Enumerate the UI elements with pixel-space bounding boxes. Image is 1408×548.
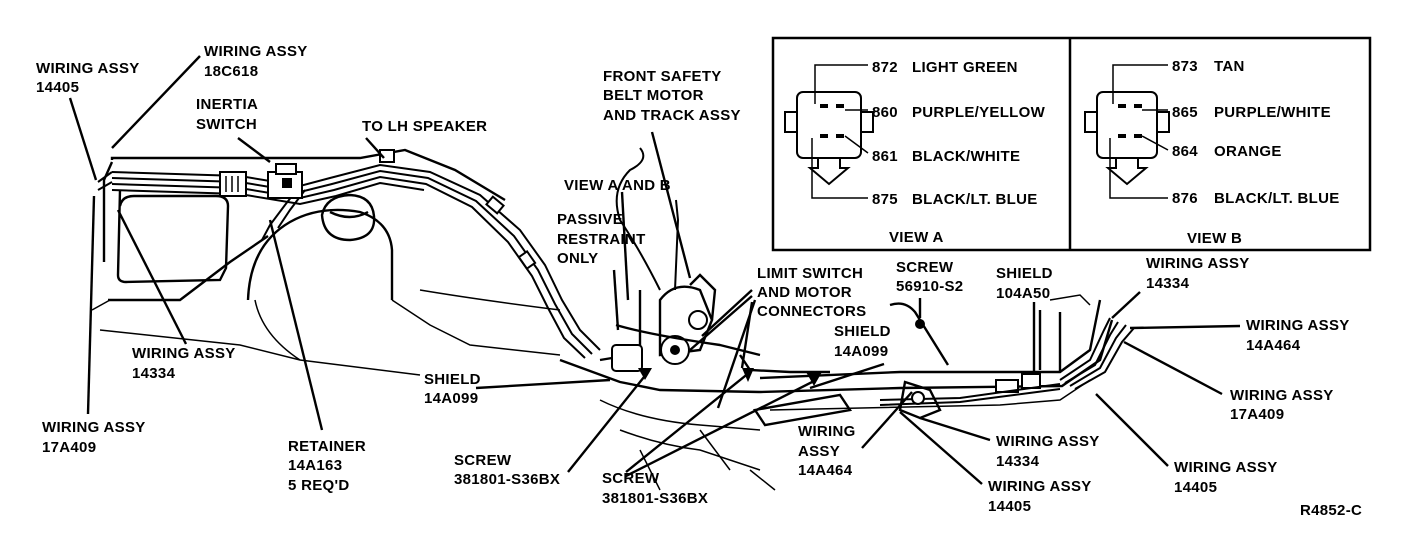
wiring-harness-left	[97, 149, 601, 359]
label-front-safety-belt: FRONT SAFETY	[603, 68, 722, 85]
view-b-pin-3-color: ORANGE	[1214, 143, 1282, 160]
label-front-safety-belt-2: BELT MOTOR	[603, 87, 704, 104]
label-wiring-assy-14405-tl-part: 14405	[36, 79, 79, 96]
label-screw-381801-a: SCREW	[454, 452, 512, 469]
label-shield-14a099-l-part: 14A099	[424, 390, 478, 407]
view-b-pin-1-circuit: 873	[1172, 58, 1198, 75]
label-to-lh-speaker: TO LH SPEAKER	[362, 118, 487, 135]
label-wiring-assy-17a409-l-part: 17A409	[42, 439, 96, 456]
connector-views-panel: 872 LIGHT GREEN 860 PURPLE/YELLOW 861 BL…	[771, 36, 1372, 252]
label-wiring-assy-14a464-c-part: 14A464	[798, 462, 853, 479]
label-inertia-switch: INERTIA	[196, 96, 258, 113]
label-limit-switch-2: AND MOTOR	[757, 284, 852, 301]
label-wiring-assy-14405-r: WIRING ASSY	[1174, 459, 1278, 476]
label-wiring-assy-14a464-r-part: 14A464	[1246, 337, 1301, 354]
label-view-a-and-b: VIEW A AND B	[564, 177, 671, 194]
label-wiring-assy-14405-c: WIRING ASSY	[988, 478, 1092, 495]
belt-motor-drawing	[599, 147, 853, 427]
label-shield-14a099-l: SHIELD	[424, 371, 481, 388]
view-b-pin-2-color: PURPLE/WHITE	[1214, 104, 1331, 121]
view-b-pin-2-circuit: 865	[1172, 104, 1198, 121]
label-wiring-assy-14405-c-part: 14405	[988, 498, 1031, 515]
view-a-pin-1-color: LIGHT GREEN	[912, 59, 1018, 76]
view-a-pin-1-circuit: 872	[872, 59, 898, 76]
label-wiring-assy-14405-tl: WIRING ASSY	[36, 60, 140, 77]
view-b-connector	[1084, 64, 1170, 199]
view-a-connector	[784, 64, 874, 199]
label-wiring-assy-14334-l: WIRING ASSY	[132, 345, 236, 362]
label-wiring-assy-14334-r-part: 14334	[1146, 275, 1190, 292]
callout-labels: WIRING ASSY 14405 WIRING ASSY 18C618 INE…	[36, 43, 1362, 519]
view-a-pin-4-circuit: 875	[872, 191, 898, 208]
label-retainer: RETAINER	[288, 438, 366, 455]
label-wiring-assy-14334-c: WIRING ASSY	[996, 433, 1100, 450]
label-shield-104a50: SHIELD	[996, 265, 1053, 282]
leader-lines	[68, 55, 1241, 485]
label-passive-restraint-3: ONLY	[557, 250, 599, 267]
label-screw-381801-a-part: 381801-S36BX	[454, 471, 560, 488]
view-a-pin-4-color: BLACK/LT. BLUE	[912, 191, 1038, 208]
view-a-pin-3-color: BLACK/WHITE	[912, 148, 1020, 165]
view-b-title: VIEW B	[1187, 230, 1242, 247]
view-b-pin-3-circuit: 864	[1172, 143, 1198, 160]
label-screw-56910: SCREW	[896, 259, 954, 276]
label-wiring-assy-14334-r: WIRING ASSY	[1146, 255, 1250, 272]
label-wiring-assy-14405-r-part: 14405	[1174, 479, 1217, 496]
label-shield-14a099-c: SHIELD	[834, 323, 891, 340]
label-shield-104a50-part: 104A50	[996, 285, 1050, 302]
label-wiring-assy-14a464-c-2: ASSY	[798, 443, 840, 460]
view-a-pin-3-circuit: 861	[872, 148, 898, 165]
view-a-pin-2-circuit: 860	[872, 104, 898, 121]
label-front-safety-belt-3: AND TRACK ASSY	[603, 107, 741, 124]
label-inertia-switch-2: SWITCH	[196, 116, 257, 133]
label-limit-switch: LIMIT SWITCH	[757, 265, 863, 282]
figure-code: R4852-C	[1300, 502, 1362, 519]
quarter-panel-drawing	[91, 148, 776, 491]
label-screw-381801-b: SCREW	[602, 470, 660, 487]
view-b-pin-1-color: TAN	[1214, 58, 1245, 75]
label-retainer-qty: 5 REQ'D	[288, 477, 350, 494]
label-wiring-assy-18c618: WIRING ASSY	[204, 43, 308, 60]
view-b-pin-4-color: BLACK/LT. BLUE	[1214, 190, 1340, 207]
label-wiring-assy-14334-c-part: 14334	[996, 453, 1040, 470]
label-wiring-assy-17a409-r-part: 17A409	[1230, 406, 1284, 423]
label-passive-restraint-2: RESTRAINT	[557, 231, 646, 248]
label-wiring-assy-14a464-r: WIRING ASSY	[1246, 317, 1350, 334]
label-wiring-assy-14334-l-part: 14334	[132, 365, 176, 382]
label-retainer-part: 14A163	[288, 457, 342, 474]
label-wiring-assy-17a409-l: WIRING ASSY	[42, 419, 146, 436]
label-screw-381801-b-part: 381801-S36BX	[602, 490, 708, 507]
label-wiring-assy-18c618-part: 18C618	[204, 63, 258, 80]
label-wiring-assy-14a464-c: WIRING	[798, 423, 856, 440]
label-wiring-assy-17a409-r: WIRING ASSY	[1230, 387, 1334, 404]
label-limit-switch-3: CONNECTORS	[757, 303, 866, 320]
view-a-title: VIEW A	[889, 229, 944, 246]
label-shield-14a099-c-part: 14A099	[834, 343, 888, 360]
label-screw-56910-part: 56910-S2	[896, 278, 963, 295]
view-b-pin-4-circuit: 876	[1172, 190, 1198, 207]
view-a-pin-2-color: PURPLE/YELLOW	[912, 104, 1046, 121]
label-passive-restraint: PASSIVE	[557, 211, 623, 228]
